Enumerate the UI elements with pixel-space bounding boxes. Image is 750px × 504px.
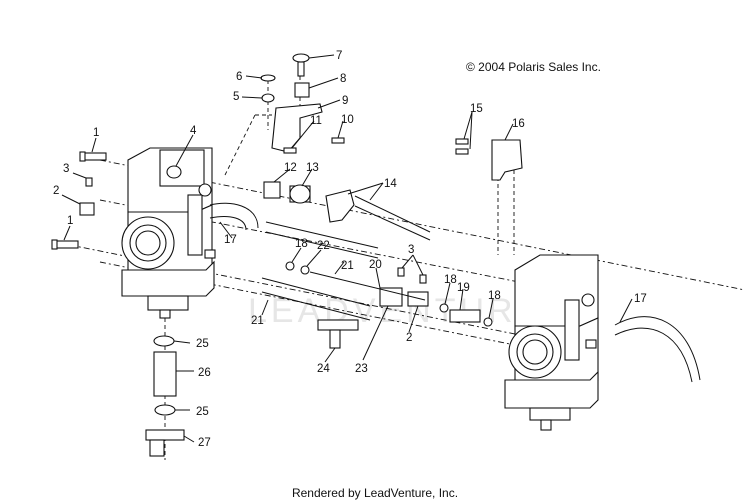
hardware [51,53,523,457]
callout-17-right: 17 [634,293,647,305]
callout-27: 27 [198,437,211,449]
callout-3-left: 3 [63,163,69,175]
fuel-lines [209,202,701,383]
callout-7: 7 [336,50,342,62]
callout-12: 12 [284,162,297,174]
callout-3-right: 3 [408,244,414,256]
right-carburetor [504,254,599,431]
callout-26: 26 [198,367,211,379]
callout-21-lower: 21 [251,315,264,327]
copyright-text: © 2004 Polaris Sales Inc. [466,60,601,74]
left-carburetor [121,147,216,319]
callout-25-upper: 25 [196,338,209,350]
callout-24: 24 [317,363,330,375]
callout-1-lower: 1 [67,215,73,227]
callout-13: 13 [306,162,319,174]
callout-15: 15 [470,103,483,115]
callout-18-right: 18 [488,290,501,302]
callout-21-upper: 21 [341,260,354,272]
callout-23: 23 [355,363,368,375]
callout-labels: 1 1 2 2 3 3 4 5 6 7 8 9 10 11 12 13 14 1… [53,50,647,449]
callout-9: 9 [342,95,348,107]
shafts [261,195,431,321]
callout-2-left: 2 [53,185,59,197]
callout-1-upper: 1 [93,127,99,139]
callout-22: 22 [317,240,330,252]
callout-8: 8 [340,73,346,85]
callout-11: 11 [310,115,322,127]
callout-14: 14 [384,178,397,190]
callout-6: 6 [236,71,242,83]
callout-18-mid: 18 [444,274,457,286]
callout-4: 4 [190,125,197,137]
leader-lines [61,54,633,443]
callout-20: 20 [369,259,382,271]
callout-2-right: 2 [406,332,412,344]
callout-25-lower: 25 [196,406,209,418]
callout-10: 10 [341,114,354,126]
callout-17-left: 17 [224,234,237,246]
callout-19: 19 [457,282,470,294]
footer-credit: Rendered by LeadVenture, Inc. [291,486,459,500]
callout-5: 5 [233,91,239,103]
callout-18-left: 18 [295,238,308,250]
callout-16: 16 [512,118,525,130]
